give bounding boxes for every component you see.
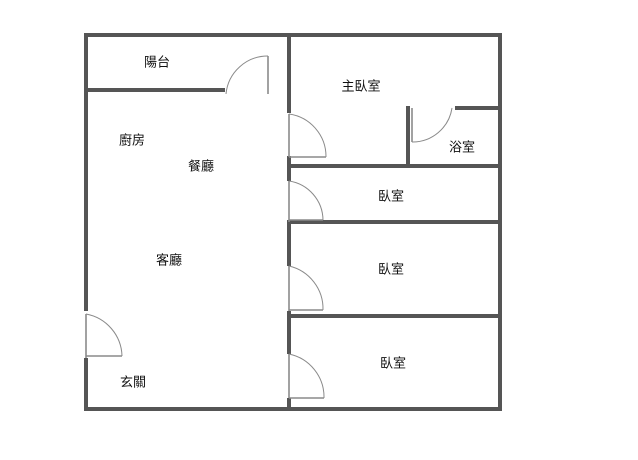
wall-bath-top <box>455 106 502 110</box>
wall-center-top <box>287 33 291 113</box>
wall-center-3 <box>287 222 291 266</box>
wall-top <box>84 33 502 37</box>
wall-left-upper <box>84 33 88 311</box>
wall-bottom <box>84 407 502 411</box>
wall-left-lower <box>84 358 88 411</box>
label-bathroom: 浴室 <box>448 140 476 156</box>
wall-center-4 <box>287 311 291 354</box>
door-bedroom-3 <box>288 353 325 399</box>
door-bedroom-2 <box>288 265 324 311</box>
wall-bath-left <box>406 106 410 168</box>
door-master-bedroom <box>288 113 327 158</box>
label-bedroom-1: 臥室 <box>377 189 405 205</box>
label-balcony: 陽台 <box>143 55 171 71</box>
wall-center-5 <box>287 398 291 411</box>
label-dining: 餐廳 <box>187 159 215 175</box>
label-master-bedroom: 主臥室 <box>341 79 381 95</box>
label-kitchen: 廚房 <box>118 133 146 149</box>
door-balcony <box>225 55 269 95</box>
doors <box>85 55 453 399</box>
wall-center-2 <box>287 156 291 181</box>
label-bedroom-2: 臥室 <box>377 262 405 278</box>
door-bathroom <box>411 107 453 143</box>
door-bedroom-1 <box>288 180 324 222</box>
label-living: 客廳 <box>155 253 183 269</box>
wall-balcony <box>84 88 225 92</box>
label-bedroom-3: 臥室 <box>379 356 407 372</box>
label-entrance: 玄關 <box>119 375 147 391</box>
door-entrance <box>85 313 123 358</box>
wall-bed1-bottom <box>287 220 502 224</box>
wall-bed2-bottom <box>287 314 502 318</box>
wall-master-bottom <box>287 164 502 168</box>
walls <box>84 33 502 411</box>
